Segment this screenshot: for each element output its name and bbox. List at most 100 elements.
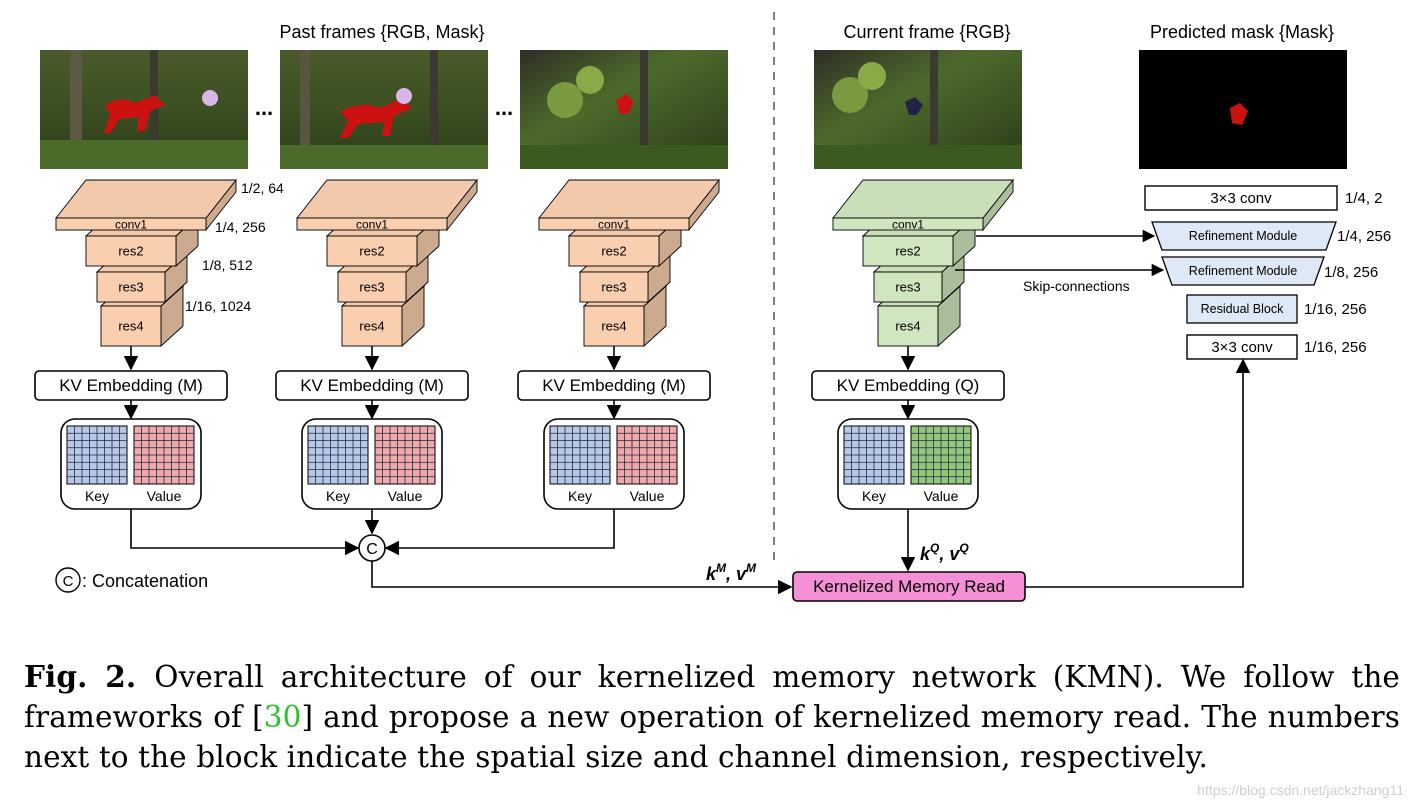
watermark: https://blog.csdn.net/jackzhang11 (1197, 782, 1404, 798)
encoder-memory-2: res4 res3 res2 conv1 (296, 178, 478, 348)
architecture-diagram: Past frames {RGB, Mask} Current frame {R… (34, 12, 1391, 602)
kv-panel-memory-1-key-grid (66, 425, 128, 485)
ellipsis-2: ... (495, 95, 513, 120)
caption-text-1: Overall architecture of our kernelized m… (24, 660, 1400, 734)
kv-panel-memory-2: Key Value (301, 418, 443, 510)
encoder-memory-2-res4-label: res4 (359, 319, 384, 334)
kv-panel-memory-1-value-label: Value (147, 488, 182, 504)
svg-text:: Concatenation: : Concatenation (82, 571, 208, 591)
encoder-memory-1-res2-label: res2 (118, 244, 143, 259)
kv-embedding-query: KV Embedding (Q) (811, 370, 1005, 401)
decoder-conv-input: 3×3 conv 1/16, 256 (1186, 334, 1367, 360)
scale-res3: 1/8, 512 (202, 257, 253, 273)
svg-text:Kernelized Memory Read: Kernelized Memory Read (813, 577, 1005, 596)
kv-panel-memory-1: Key Value (60, 418, 202, 510)
scale-conv1: 1/2, 64 (241, 180, 284, 196)
encoders: res4res3res2conv1res4res3res2conv1res4re… (55, 178, 1014, 348)
encoder-query-res3-label: res3 (895, 280, 920, 295)
kv-embedding-memory-1: KV Embedding (M) (34, 370, 228, 401)
decoder-refinement-module-2: Refinement Module 1/8, 256 (1161, 256, 1378, 286)
svg-text:C: C (63, 573, 74, 590)
svg-text:KV Embedding (M): KV Embedding (M) (542, 376, 686, 395)
past-frame-3-image (520, 50, 728, 169)
citation-open: [ (252, 700, 264, 734)
encoder-memory-3-conv1-label: conv1 (598, 217, 630, 231)
svg-text:1/8, 256: 1/8, 256 (1324, 264, 1378, 281)
ellipsis-1: ... (255, 95, 273, 120)
figure-number: Fig. 2. (24, 659, 137, 694)
svg-text:1/4, 256: 1/4, 256 (1337, 228, 1391, 245)
kv-panel-query-value-label: Value (924, 488, 959, 504)
encoder-memory-1-res3-label: res3 (118, 280, 143, 295)
svg-text:1/4, 2: 1/4, 2 (1345, 190, 1383, 207)
decoder-conv-final: 3×3 conv 1/4, 2 (1144, 185, 1383, 211)
encoder-memory-2-conv1: conv1 (296, 178, 478, 231)
query-kv-label: kQ, vQ (920, 541, 969, 564)
arrow-kmr-decoder (1025, 358, 1251, 588)
encoder-memory-2-res3-label: res3 (359, 280, 384, 295)
decoder: 3×3 conv 1/4, 2 Refinement Module 1/4, 2… (1144, 185, 1391, 360)
encoder-memory-1-conv1-label: conv1 (115, 217, 147, 231)
encoder-query-res2-label: res2 (895, 244, 920, 259)
svg-text:KV Embedding (M): KV Embedding (M) (300, 376, 444, 395)
arrow-concat-kmr (371, 561, 793, 595)
svg-text:3×3 conv: 3×3 conv (1211, 339, 1273, 356)
encoder-memory-3-res4-label: res4 (601, 319, 626, 334)
figure-caption: Fig. 2.Overall architecture of our kerne… (24, 657, 1400, 777)
kernelized-memory-read-block: Kernelized Memory Read (792, 571, 1026, 602)
arrow-panel3-concat (384, 509, 615, 556)
encoder-memory-2-conv1-label: conv1 (356, 217, 388, 231)
encoder-query-res4-label: res4 (895, 319, 920, 334)
kv-panel-memory-2-value-label: Value (388, 488, 423, 504)
predicted-mask-heading: Predicted mask {Mask} (1150, 22, 1334, 42)
current-frame-heading: Current frame {RGB} (843, 22, 1010, 42)
encoder-memory-1-res4-label: res4 (118, 319, 143, 334)
skip-connections-label: Skip-connections (1023, 278, 1130, 294)
citation-link[interactable]: 30 (263, 700, 302, 734)
svg-text:3×3 conv: 3×3 conv (1210, 190, 1272, 207)
encoder-memory-2-res2-label: res2 (359, 244, 384, 259)
svg-text:C: C (366, 541, 378, 558)
decoder-refinement-module-1: Refinement Module 1/4, 256 (1151, 221, 1391, 251)
past-frame-1-image (40, 50, 248, 169)
encoder-memory-3-res2-label: res2 (601, 244, 626, 259)
encoder-memory-1-conv1: conv1 (55, 178, 237, 231)
svg-text:Residual Block: Residual Block (1201, 302, 1284, 316)
encoder-memory-1: res4 res3 res2 conv1 (55, 178, 237, 348)
kv-panel-memory-3-key-label: Key (568, 488, 592, 504)
past-frames-heading: Past frames {RGB, Mask} (279, 22, 484, 42)
kv-panel-memory-2-key-label: Key (326, 488, 350, 504)
caption-text-2: and propose a new operation of kernelize… (24, 700, 1401, 774)
scale-res2: 1/4, 256 (215, 219, 266, 235)
svg-text:KV Embedding (M): KV Embedding (M) (59, 376, 203, 395)
arrow-panel1-concat (130, 509, 360, 556)
svg-text:KV Embedding (Q): KV Embedding (Q) (837, 376, 980, 395)
decoder-residual-block: Residual Block 1/16, 256 (1186, 294, 1367, 324)
kv-embedding-memory-2: KV Embedding (M) (275, 370, 469, 401)
kv-panel-memory-1-value-grid (133, 425, 195, 485)
encoder-memory-3-conv1: conv1 (538, 178, 720, 231)
concat-node: C (358, 534, 386, 562)
kv-panel-memory-3-key-grid (549, 425, 611, 485)
kv-panel-memory-3-value-grid (616, 425, 678, 485)
scale-res4: 1/16, 1024 (185, 298, 251, 314)
kv-panel-query-key-grid (843, 425, 905, 485)
memory-kv-label: kM, vM (706, 561, 757, 584)
svg-text:1/16, 256: 1/16, 256 (1304, 301, 1367, 318)
svg-text:Refinement Module: Refinement Module (1189, 264, 1297, 278)
citation-close: ] (301, 700, 314, 734)
kv-panel-memory-1-key-label: Key (85, 488, 109, 504)
kv-panel-query-value-grid (910, 425, 972, 485)
kv-panel-memory-2-value-grid (374, 425, 436, 485)
past-frame-2-image (280, 50, 488, 169)
kv-panel-query-key-label: Key (862, 488, 886, 504)
key-value-panels: Key Value Key Value Key Value Key Value (60, 418, 979, 510)
predicted-mask-image (1139, 50, 1347, 169)
kv-panel-query: Key Value (837, 418, 979, 510)
kv-panel-memory-3-value-label: Value (630, 488, 665, 504)
current-frame-image (814, 50, 1022, 169)
svg-text:Refinement Module: Refinement Module (1189, 229, 1297, 243)
kv-panel-memory-2-key-grid (307, 425, 369, 485)
encoder-memory-3-res3-label: res3 (601, 280, 626, 295)
